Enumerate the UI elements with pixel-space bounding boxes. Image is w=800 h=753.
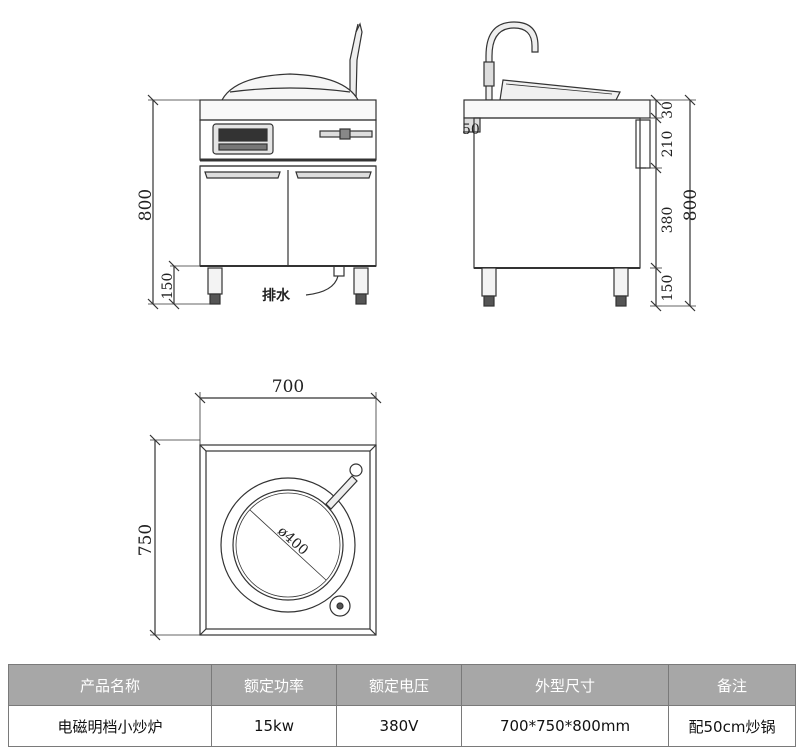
drain-knob — [329, 595, 351, 617]
side-height-label: 800 — [681, 189, 701, 221]
front-height-label: 800 — [136, 189, 156, 221]
wok-rim — [220, 477, 356, 613]
front-view — [147, 22, 377, 310]
cell-remarks: 配50cm炒锅 — [668, 705, 796, 747]
header-product-name: 产品名称 — [8, 664, 212, 706]
header-rated-power: 额定功率 — [211, 664, 337, 706]
spec-data-row: 电磁明档小炒炉 15kw 380V 700*750*800mm 配50cm炒锅 — [8, 705, 796, 747]
faucet — [349, 22, 363, 101]
side-faucet — [485, 21, 539, 101]
spec-table: 产品名称 额定功率 额定电压 外型尺寸 备注 电磁明档小炒炉 15kw 380V… — [8, 664, 796, 747]
side-body — [473, 117, 641, 269]
technical-drawing: 800 150 排水 30 210 380 150 800 50 700 750… — [136, 21, 701, 641]
cell-rated-voltage: 380V — [336, 705, 462, 747]
diameter-label: ø400 — [274, 523, 311, 558]
side-middle-label: 380 — [660, 207, 676, 234]
side-upper-label: 210 — [660, 131, 676, 158]
counter-top — [199, 99, 377, 121]
cell-product-name: 电磁明档小炒炉 — [8, 705, 212, 747]
cell-dimensions: 700*750*800mm — [461, 705, 669, 747]
side-view — [463, 21, 696, 312]
top-width-label: 700 — [272, 377, 304, 397]
side-small-label: 50 — [462, 122, 480, 138]
side-leg-label: 150 — [660, 275, 676, 302]
header-dimensions: 外型尺寸 — [461, 664, 669, 706]
side-wok — [499, 79, 621, 101]
wok-bowl — [232, 489, 344, 601]
top-view — [149, 392, 382, 641]
side-top-label: 30 — [660, 101, 676, 119]
wok-dome — [221, 73, 359, 101]
drain-label: 排水 — [262, 287, 291, 304]
header-remarks: 备注 — [668, 664, 796, 706]
header-rated-voltage: 额定电压 — [336, 664, 462, 706]
top-outline — [199, 444, 377, 636]
front-leg-label: 150 — [160, 273, 176, 300]
top-depth-label: 750 — [136, 524, 156, 556]
top-faucet-arm — [325, 475, 358, 510]
spec-header-row: 产品名称 额定功率 额定电压 外型尺寸 备注 — [8, 664, 796, 706]
cell-rated-power: 15kw — [211, 705, 337, 747]
